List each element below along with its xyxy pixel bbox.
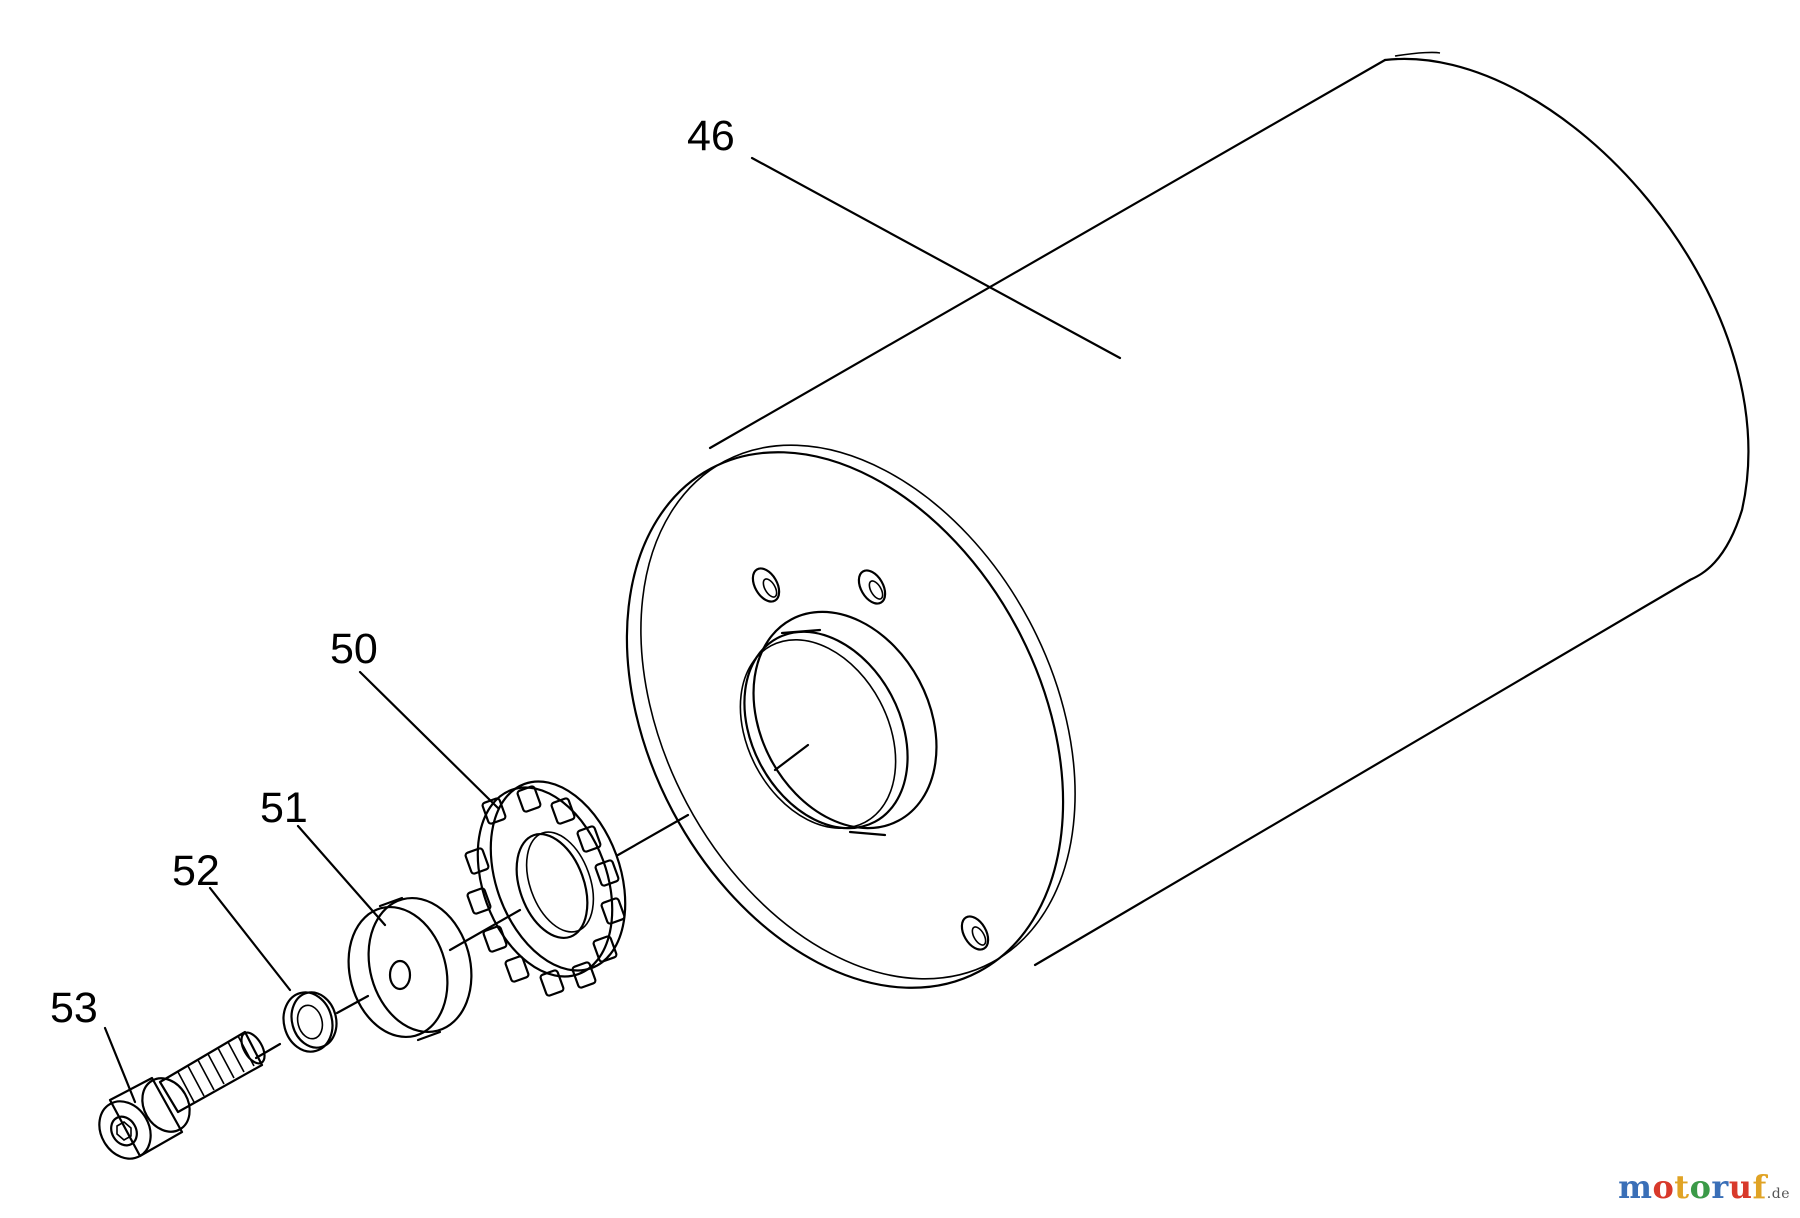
leader-lines bbox=[103, 156, 1122, 1104]
leader-46 bbox=[750, 156, 1122, 360]
watermark-suffix: .de bbox=[1766, 1186, 1790, 1202]
watermark-letter: t bbox=[1674, 1168, 1690, 1206]
sprocket-part-50 bbox=[464, 780, 627, 997]
drum-hub bbox=[739, 610, 938, 837]
leader-51 bbox=[296, 824, 387, 927]
watermark-letter: o bbox=[1652, 1168, 1675, 1206]
drum-far-end bbox=[1383, 57, 1750, 582]
spacer-part-51 bbox=[347, 896, 473, 1042]
watermark-letter: f bbox=[1752, 1168, 1767, 1206]
leader-50 bbox=[358, 670, 500, 810]
drum-mounting-holes bbox=[751, 567, 990, 951]
watermark-letter: o bbox=[1689, 1168, 1712, 1206]
lock-washer-part-52 bbox=[282, 991, 338, 1053]
sprocket-teeth bbox=[464, 785, 626, 997]
label-part-53: 53 bbox=[50, 984, 98, 1032]
screw-threads bbox=[177, 1035, 255, 1103]
drum-part-46 bbox=[625, 51, 1750, 989]
label-part-50: 50 bbox=[330, 625, 378, 673]
watermark-letter: m bbox=[1618, 1168, 1653, 1206]
drum-front-face bbox=[625, 451, 1065, 989]
cap-screw-part-53 bbox=[98, 1030, 266, 1160]
leader-52 bbox=[208, 886, 292, 992]
drum-top-edge bbox=[708, 58, 1387, 450]
label-part-46: 46 bbox=[687, 112, 735, 160]
leader-53 bbox=[103, 1026, 137, 1104]
watermark-text: motoruf bbox=[1618, 1168, 1767, 1206]
watermark-letter: u bbox=[1728, 1168, 1753, 1206]
drum-front-rim bbox=[640, 444, 1076, 980]
watermark-letter: r bbox=[1711, 1168, 1729, 1206]
label-part-52: 52 bbox=[172, 847, 220, 895]
label-part-51: 51 bbox=[260, 784, 308, 832]
drum-axis bbox=[773, 743, 810, 772]
drum-bottom-edge bbox=[1033, 578, 1692, 967]
motoruf-watermark-logo: motoruf.de bbox=[1618, 1168, 1790, 1206]
